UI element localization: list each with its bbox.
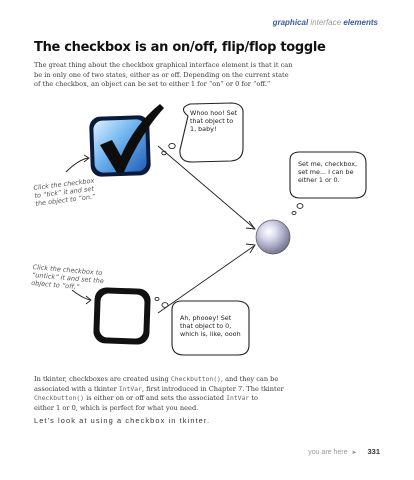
intro-line: The great thing about the checkbox graph… [34, 61, 293, 69]
arrow-head [245, 220, 256, 230]
code-run: IntVar [118, 384, 142, 393]
unchecked-checkbox-icon [93, 287, 151, 345]
object-sphere-icon [255, 219, 291, 255]
para-line: In tkinter, checkboxes are created using… [34, 375, 374, 385]
section-lead: Let's look at using a checkbox in tkinte… [34, 416, 211, 425]
bubble-line: which is, like, oooh [180, 330, 241, 339]
arrows [65, 145, 256, 314]
page-title: The checkbox is an on/off, flip/flop tog… [34, 40, 326, 55]
page-footer: you are here► 331 [308, 447, 380, 456]
intro-paragraph: The great thing about the checkbox graph… [34, 61, 374, 90]
note-pointer [65, 157, 89, 173]
checked-checkbox-icon [89, 104, 164, 177]
arrow-head [245, 243, 256, 254]
intro-line: of the checkbox, an object can be set to… [34, 80, 271, 89]
bubble-line: Ah, phooey! Set [180, 314, 232, 322]
code-run: Checkbutton() [170, 375, 221, 383]
text-run: In tkinter, checkboxes are created using [34, 375, 171, 383]
speech-bubble-right [289, 151, 367, 216]
running-head-part1: graphical [272, 18, 309, 27]
note-pointer-head [85, 295, 92, 305]
text-run: , and they can be [220, 375, 279, 383]
note-pointer [71, 289, 91, 301]
bubble-line: Set me, checkbox, [298, 160, 358, 168]
bubble-right-text: Set me, checkbox, set me... I can be eit… [298, 160, 357, 185]
bubble-line: that object to 0, [180, 322, 232, 331]
note-pointer-head [83, 154, 90, 163]
running-head: graphical interface elements [273, 18, 378, 27]
bubble-line: 1, baby! [190, 125, 217, 134]
para-line: either 1 or 0, which is perfect for what… [34, 403, 199, 412]
para-line: Checkbutton() is either on or off and se… [34, 394, 374, 404]
bubble-bottom-text: Ah, phooey! Set that object to 0, which … [180, 314, 241, 339]
bubble-line: that object to [190, 117, 234, 126]
code-run: IntVar [226, 394, 250, 403]
para-line: associated with a tkinter IntVar, first … [34, 385, 374, 395]
bubble-line: set me... I can be [298, 168, 354, 177]
tkinter-paragraph: In tkinter, checkboxes are created using… [34, 375, 374, 413]
bubble-line: either 1 or 0. [298, 176, 340, 185]
speech-bubble-bottom [154, 296, 250, 356]
bubble-top-text: Whoo hoo! Set that object to 1, baby! [190, 109, 237, 134]
intro-line: be in only one of two states, either as … [34, 70, 289, 79]
arrow-line [157, 145, 255, 229]
running-head-part2: interface [308, 18, 344, 27]
you-are-here: you are here [308, 449, 348, 456]
bubble-line: Whoo hoo! Set [190, 109, 238, 117]
text-run: to [249, 394, 258, 403]
page-number: 331 [367, 447, 380, 456]
running-head-part3: elements [343, 18, 378, 27]
code-run: Checkbutton() [34, 394, 85, 403]
footer-arrow-icon: ► [351, 450, 358, 456]
text-run: associated with a tkinter [34, 384, 119, 393]
text-run: , first introduced in Chapter 7. The tki… [141, 384, 284, 393]
text-run: is either on or off and sets the associa… [84, 394, 227, 403]
arrow-line [157, 245, 255, 314]
